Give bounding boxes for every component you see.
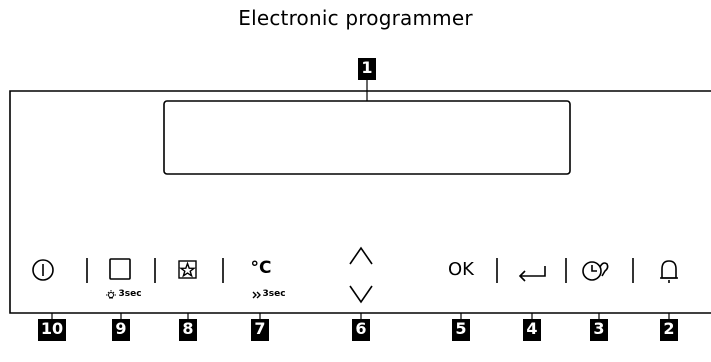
light-button[interactable] bbox=[105, 255, 135, 285]
back-button[interactable] bbox=[515, 259, 551, 285]
callout-5: 5 bbox=[452, 319, 470, 341]
callout-6: 6 bbox=[352, 319, 370, 341]
button-separators bbox=[86, 258, 634, 283]
callout-10: 10 bbox=[38, 319, 66, 341]
callout-3: 3 bbox=[590, 319, 608, 341]
chevron-up-icon bbox=[349, 246, 373, 265]
display-screen bbox=[163, 100, 571, 175]
minute-minder-button[interactable] bbox=[655, 256, 683, 286]
light-sub-label: 3sec bbox=[118, 289, 142, 299]
clock-functions-icon bbox=[582, 261, 609, 281]
up-button[interactable] bbox=[344, 242, 378, 268]
callout-1: 1 bbox=[358, 58, 376, 80]
temperature-button-label[interactable]: °C bbox=[250, 258, 272, 278]
callout-8: 8 bbox=[179, 319, 197, 341]
diagram-title: Electronic programmer bbox=[238, 6, 473, 30]
double-chevron-icon bbox=[252, 291, 261, 299]
ok-button-label[interactable]: OK bbox=[448, 259, 474, 280]
bell-icon bbox=[660, 260, 678, 283]
callout-2: 2 bbox=[660, 319, 678, 341]
power-icon bbox=[32, 259, 54, 281]
favourite-button[interactable] bbox=[173, 255, 203, 285]
star-box-icon bbox=[178, 260, 197, 279]
down-button[interactable] bbox=[344, 282, 378, 308]
callout-7: 7 bbox=[251, 319, 269, 341]
temperature-sub-label: 3sec bbox=[262, 289, 286, 299]
timer-button[interactable] bbox=[580, 258, 612, 286]
light-sun-icon bbox=[106, 290, 116, 299]
on-off-button[interactable] bbox=[28, 255, 58, 285]
callout-4: 4 bbox=[523, 319, 541, 341]
square-light-icon bbox=[109, 258, 131, 280]
back-arrow-icon bbox=[518, 266, 546, 282]
callout-9: 9 bbox=[112, 319, 130, 341]
callout-leaders bbox=[51, 313, 670, 319]
chevron-down-icon bbox=[349, 285, 373, 304]
